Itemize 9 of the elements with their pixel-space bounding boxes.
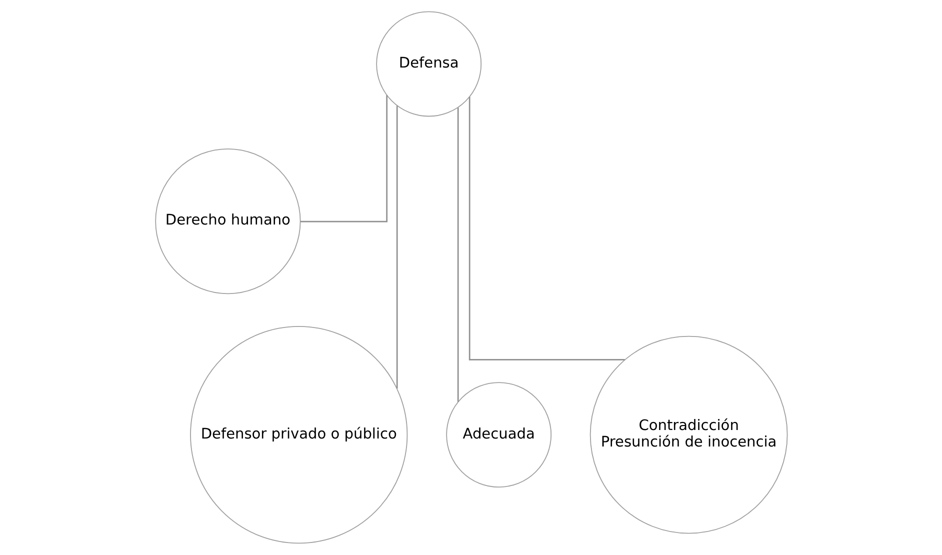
node-circle: Adecuada [446, 382, 552, 488]
node-circle: Defensa [376, 11, 482, 117]
connector [396, 106, 398, 388]
connector [300, 95, 388, 222]
node-circle: Derecho humano [154, 148, 300, 294]
connector [456, 108, 458, 402]
connector [468, 96, 624, 360]
node-circle: Contradicción Presunción de inocencia [589, 336, 788, 534]
node-circle: Defensor privado o público [190, 326, 408, 544]
